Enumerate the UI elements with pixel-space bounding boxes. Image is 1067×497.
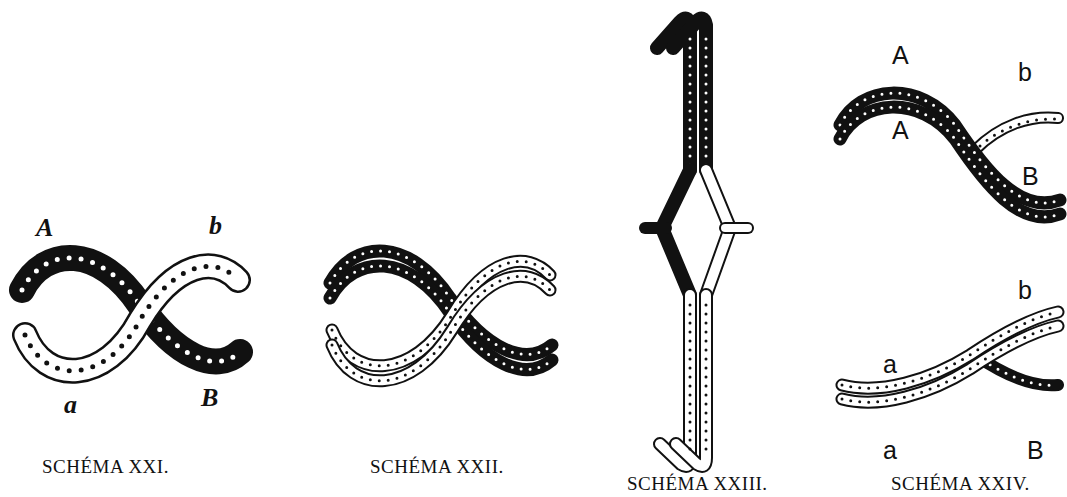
chromosome-letter: a — [883, 438, 897, 463]
schema-22 — [330, 251, 552, 381]
chromosome-letter: A — [892, 118, 909, 143]
chromosome-letter: B — [1027, 438, 1044, 463]
chromosome-letter: b — [1018, 60, 1032, 85]
figure-caption: SCHÉMA XXIII. — [627, 474, 768, 493]
figure-caption: SCHÉMA XXI. — [42, 457, 169, 476]
chromosome-letter: A — [892, 43, 909, 68]
chromosome-letter: A — [36, 215, 53, 241]
chromosome-letter: B — [1022, 164, 1039, 189]
chromosome-letter: a — [883, 352, 897, 377]
schema-24-bottom — [842, 312, 1058, 402]
figure-caption: SCHÉMA XXIV. — [891, 474, 1030, 493]
figure-caption: SCHÉMA XXII. — [370, 457, 504, 476]
chromosome-letter: a — [64, 392, 77, 418]
chromosome-letter: B — [201, 385, 218, 411]
schema-21 — [22, 258, 240, 371]
chromosome-letter: b — [209, 213, 222, 239]
schema-24-top — [840, 93, 1060, 217]
chromosome-letter: b — [1018, 278, 1032, 303]
schema-23 — [645, 19, 748, 466]
